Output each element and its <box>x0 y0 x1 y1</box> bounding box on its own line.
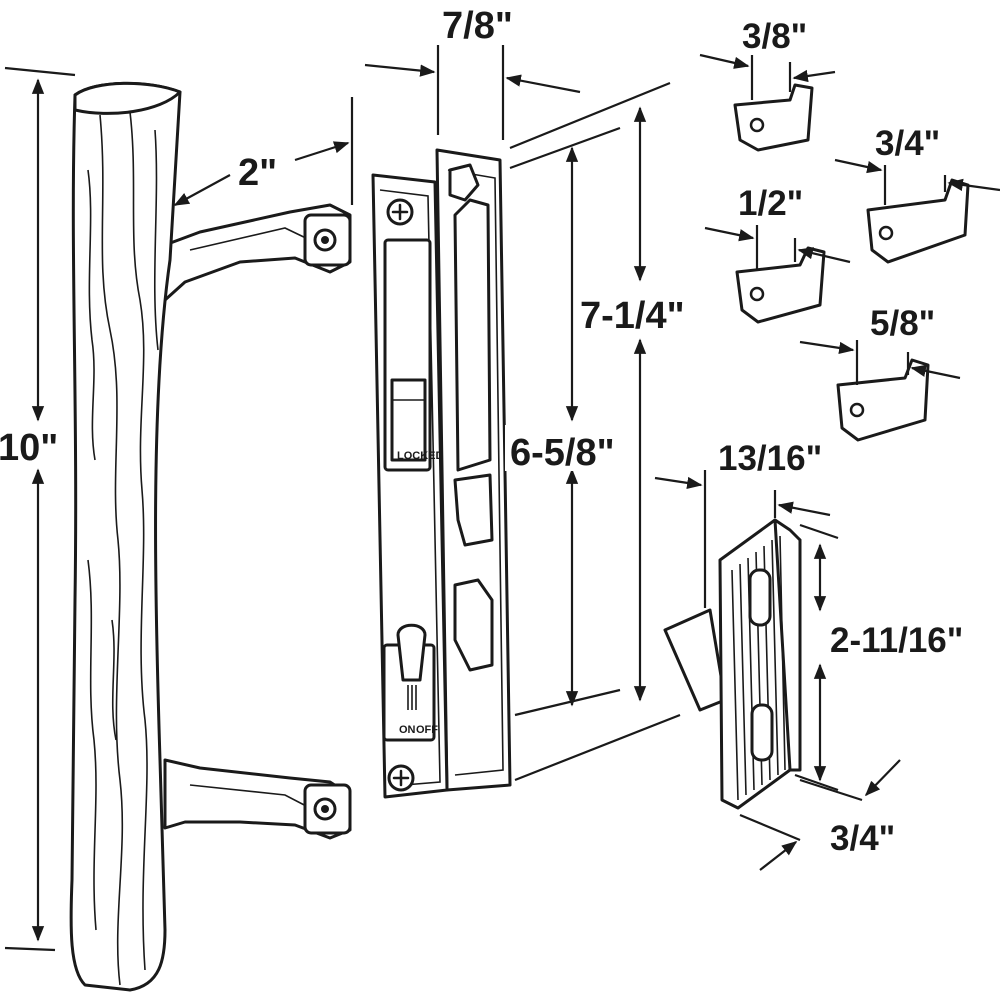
dim-hook-5-8: 5/8" <box>870 304 935 343</box>
dim-handle-offset: 2" <box>238 152 277 194</box>
faceplate-top-screw-icon <box>386 198 414 226</box>
dimension-lines <box>4 45 1000 952</box>
dim-handle-length: 10" <box>0 427 58 469</box>
locked-label: LOCKED <box>397 450 444 462</box>
dimension-labels: 10" 2" 7/8" 7-1/4" 6-5/8" 3/8" 3/4" 1/2"… <box>0 5 998 858</box>
dim-hook-1-2: 1/2" <box>738 184 803 223</box>
dim-keeper-width: 13/16" <box>718 439 822 478</box>
dim-overall-height: 7-1/4" <box>580 295 685 337</box>
hook-3-8 <box>733 83 814 152</box>
keeper-serrations <box>731 535 786 801</box>
bottom-arm-screw-icon <box>303 783 352 835</box>
hook-3-4 <box>866 178 970 264</box>
keeper-strike <box>663 518 802 810</box>
switch-off-label: OFF <box>416 724 438 736</box>
lock-switch: ON OFF <box>382 623 438 742</box>
dim-hook-3-4: 3/4" <box>875 124 940 163</box>
top-arm-screw-icon <box>303 213 352 267</box>
wood-handle <box>69 81 352 992</box>
dim-hook-3-8: 3/8" <box>742 17 807 56</box>
lock-indicator-window: LOCKED <box>383 238 444 472</box>
switch-on-label: ON <box>399 724 416 736</box>
dim-latch-depth: 7/8" <box>442 5 513 47</box>
dim-keeper-height: 2-11/16" <box>830 621 963 660</box>
dim-keeper-depth: 3/4" <box>830 819 895 858</box>
hook-1-2 <box>735 246 826 324</box>
latch-mortise-body: LOCKED ON OFF <box>371 148 512 799</box>
hook-5-8 <box>836 358 930 442</box>
faceplate-bottom-screw-icon <box>387 764 415 792</box>
dim-hole-spacing: 6-5/8" <box>510 432 615 474</box>
